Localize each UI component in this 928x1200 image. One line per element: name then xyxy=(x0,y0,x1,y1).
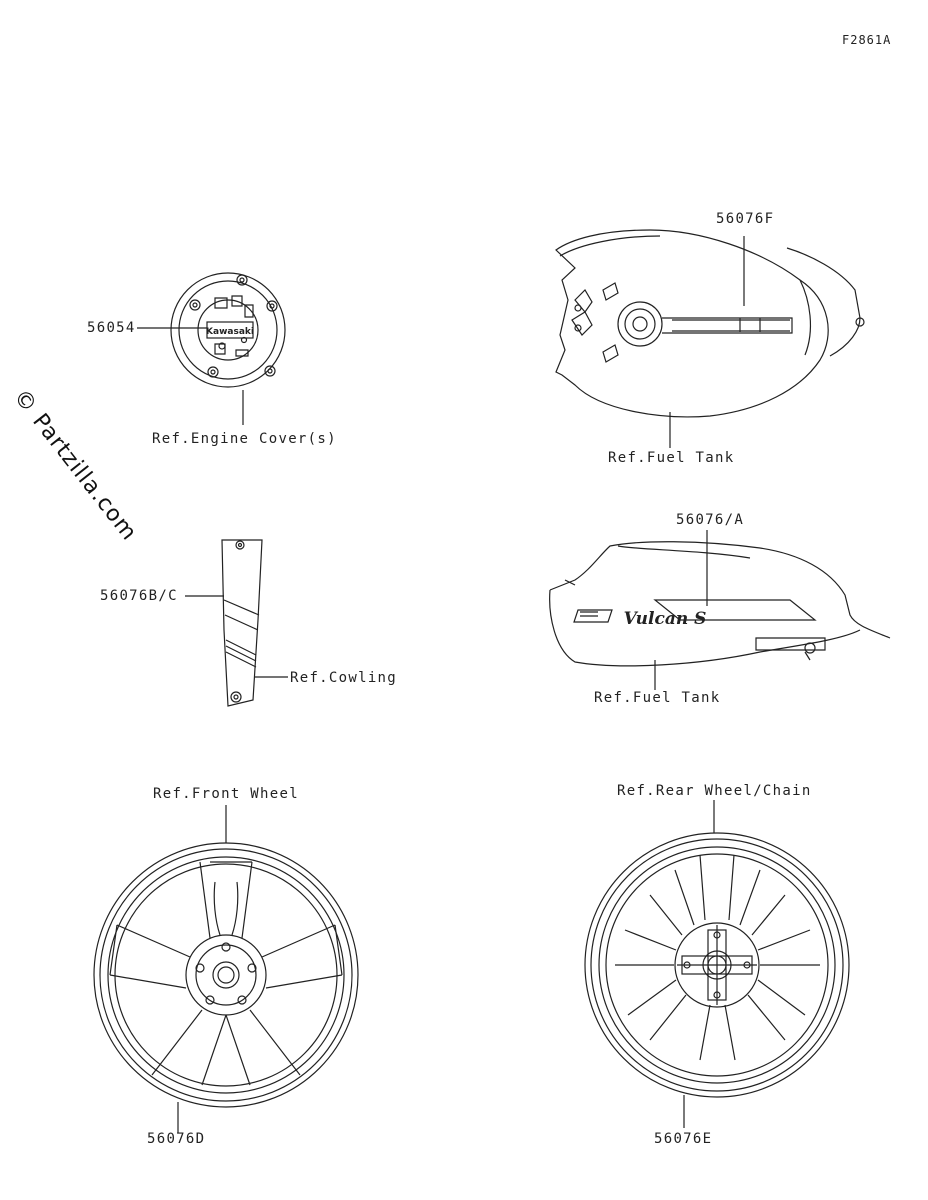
rear-wheel-drawing xyxy=(584,832,850,1098)
cowling-ref: Ref.Cowling xyxy=(290,670,398,686)
cowling-part-number: 56076B/C xyxy=(100,588,178,604)
figure-id: F2861A xyxy=(842,33,892,47)
rear-wheel-ref: Ref.Rear Wheel/Chain xyxy=(617,783,812,799)
cowling-drawing xyxy=(221,539,263,707)
vulcan-s-decal-text: Vulcan S xyxy=(624,609,707,629)
tank-top-ref: Ref.Fuel Tank xyxy=(608,450,735,466)
front-wheel-drawing xyxy=(93,842,359,1108)
tank-side-part-number: 56076/A xyxy=(676,512,745,528)
engine-cover-ref: Ref.Engine Cover(s) xyxy=(152,431,337,447)
front-wheel-ref: Ref.Front Wheel xyxy=(153,786,299,802)
front-wheel-part-number: 56076D xyxy=(147,1131,206,1147)
engine-cover-drawing xyxy=(170,272,286,388)
fuel-tank-top-drawing xyxy=(555,229,865,418)
tank-side-ref: Ref.Fuel Tank xyxy=(594,690,721,706)
rear-wheel-part-number: 56076E xyxy=(654,1131,713,1147)
engine-cover-part-number: 56054 xyxy=(87,320,136,336)
kawasaki-decal-text: Kawasaki xyxy=(206,327,254,337)
tank-top-part-number: 56076F xyxy=(716,211,775,227)
fuel-tank-side-drawing xyxy=(549,541,891,667)
